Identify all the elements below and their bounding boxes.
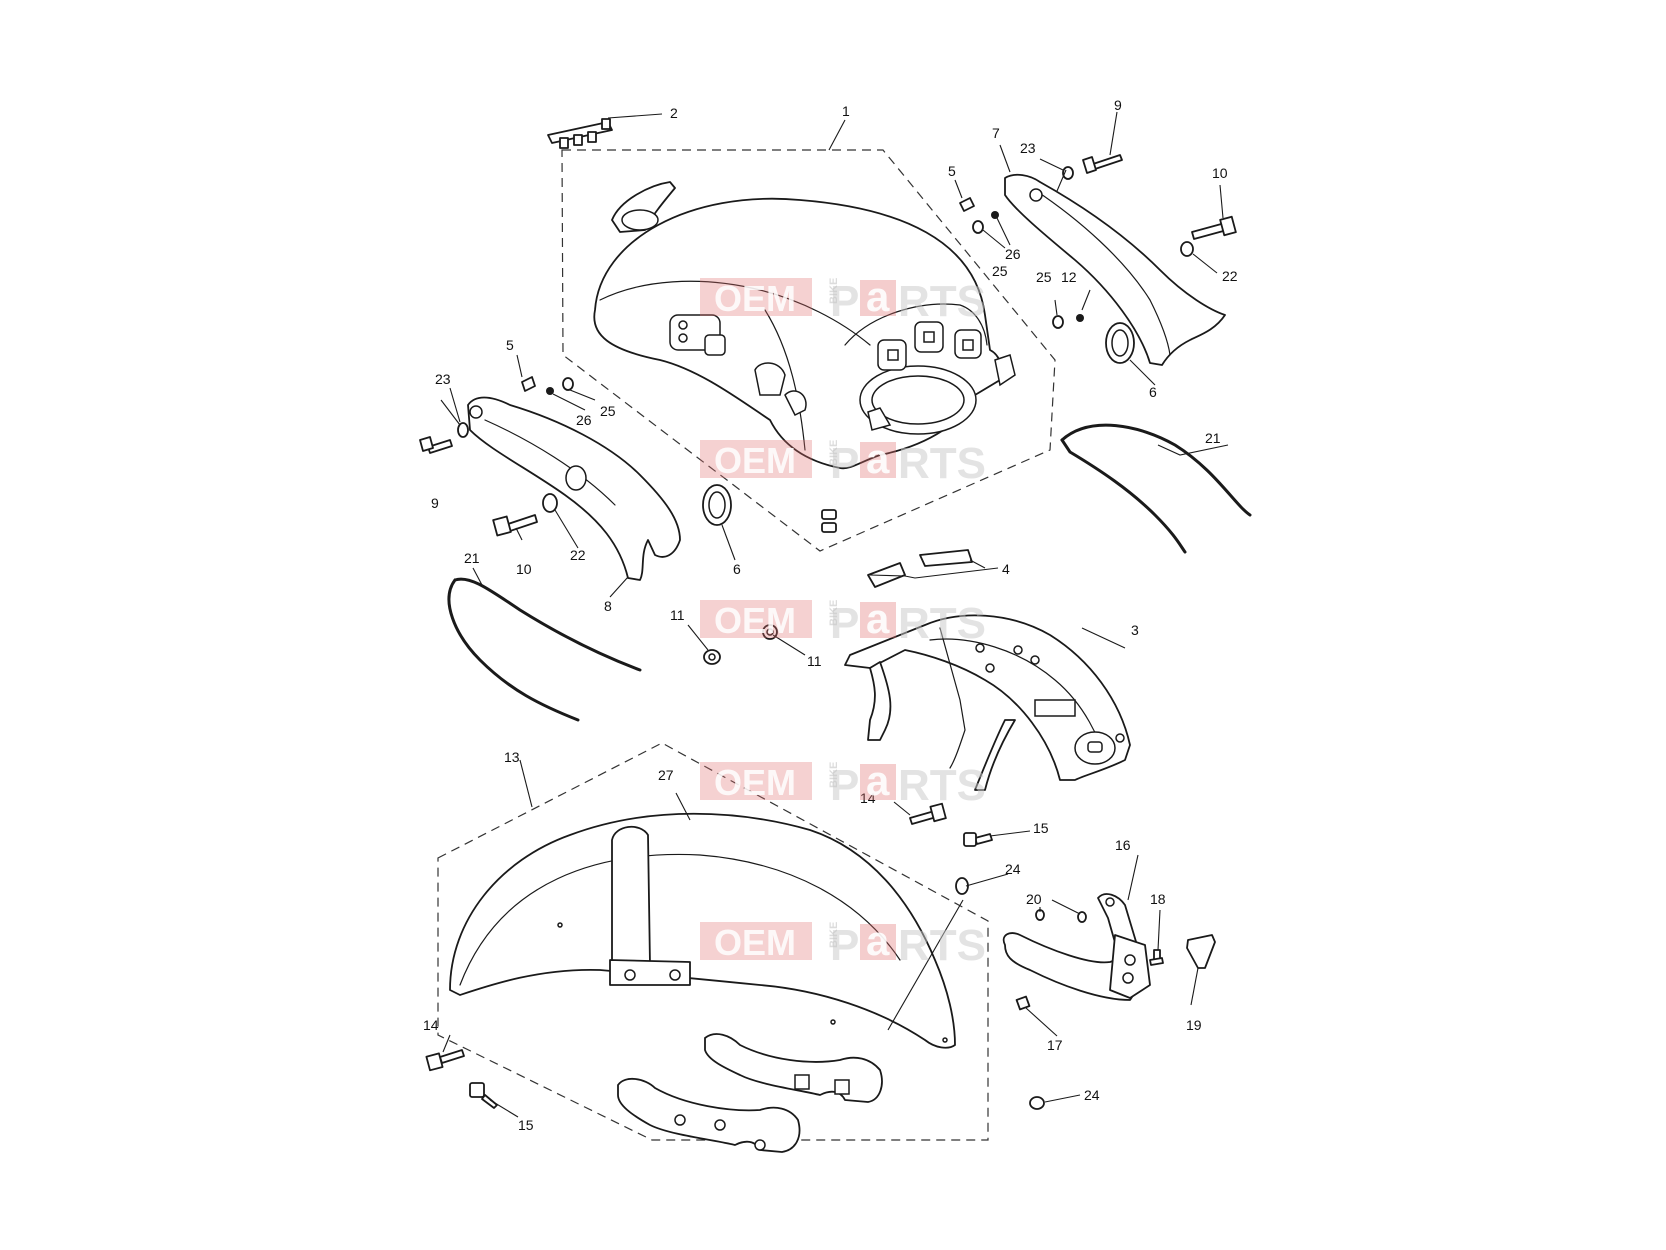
callout-6b: 6 <box>733 561 741 577</box>
svg-text:a: a <box>866 595 890 642</box>
trim-strip-part <box>447 423 1252 722</box>
svg-text:P: P <box>830 761 859 810</box>
callout-1: 1 <box>842 103 850 119</box>
callout-11: 11 <box>670 607 685 623</box>
reflector-pads-part <box>867 549 973 588</box>
callout-25b: 25 <box>1036 269 1052 285</box>
svg-text:a: a <box>866 757 890 804</box>
group-box-front-mudguard <box>437 742 989 1141</box>
callout-23: 23 <box>1020 140 1036 156</box>
callout-14: 14 <box>860 790 876 806</box>
svg-text:BIKE: BIKE <box>828 762 840 788</box>
callout-11b: 11 <box>807 653 822 669</box>
svg-text:OEM: OEM <box>714 278 796 319</box>
callout-15: 15 <box>1033 820 1049 836</box>
svg-text:P: P <box>830 599 859 648</box>
reflector-triangle-part <box>1186 934 1216 969</box>
svg-text:a: a <box>866 273 890 320</box>
svg-text:RTS: RTS <box>898 761 986 810</box>
callout-21b: 21 <box>464 550 480 566</box>
svg-text:P: P <box>830 439 859 488</box>
svg-text:a: a <box>866 917 890 964</box>
callout-18: 18 <box>1150 891 1166 907</box>
svg-text:BIKE: BIKE <box>828 600 840 626</box>
callout-5b: 5 <box>506 337 514 353</box>
watermark: OEM BIKE P a RTS <box>700 595 986 648</box>
callout-9b: 9 <box>431 495 439 511</box>
callout-23b: 23 <box>435 371 451 387</box>
grommet-part <box>702 322 1135 526</box>
callout-19: 19 <box>1186 1017 1202 1033</box>
svg-text:P: P <box>830 277 859 326</box>
svg-text:a: a <box>866 435 890 482</box>
callout-20: 20 <box>1026 891 1042 907</box>
clip-strip-part <box>547 118 613 149</box>
callout-7: 7 <box>992 125 1000 141</box>
mudguard-bracket-part <box>844 614 1131 791</box>
svg-text:RTS: RTS <box>898 277 986 326</box>
watermark: OEM BIKE P a RTS <box>700 273 986 326</box>
svg-text:RTS: RTS <box>898 439 986 488</box>
callout-14b: 14 <box>423 1017 439 1033</box>
leader-lines <box>440 111 1229 1118</box>
front-bracket-part <box>617 1033 883 1153</box>
callout-3: 3 <box>1131 622 1139 638</box>
watermark: OEM BIKE P a RTS <box>700 917 986 970</box>
callout-9: 9 <box>1114 97 1122 113</box>
fasteners <box>419 154 1237 1110</box>
svg-text:RTS: RTS <box>898 599 986 648</box>
callout-5: 5 <box>948 163 956 179</box>
callout-24: 24 <box>1005 861 1021 877</box>
svg-text:OEM: OEM <box>714 600 796 641</box>
license-bracket-part <box>1002 893 1151 1001</box>
front-mudguard-part <box>449 812 956 1049</box>
callout-26: 26 <box>1005 246 1021 262</box>
callout-21: 21 <box>1205 430 1221 446</box>
callout-17: 17 <box>1047 1037 1063 1053</box>
watermark: OEM BIKE P a RTS <box>700 757 986 810</box>
callout-10b: 10 <box>516 561 532 577</box>
svg-text:OEM: OEM <box>714 440 796 481</box>
callout-26b: 26 <box>576 412 592 428</box>
rear-mudguard-part <box>593 181 1016 533</box>
callout-25: 25 <box>992 263 1008 279</box>
svg-text:BIKE: BIKE <box>828 278 840 304</box>
callout-25c: 25 <box>600 403 616 419</box>
callout-numbers: 1 2 3 4 5 5 6 6 7 8 9 9 10 10 11 11 12 1… <box>423 97 1238 1133</box>
callout-16: 16 <box>1115 837 1131 853</box>
watermark: OEM BIKE P a RTS <box>700 435 986 488</box>
group-box-rear-mudguard <box>561 149 1056 552</box>
svg-text:RTS: RTS <box>898 921 986 970</box>
callout-22: 22 <box>1222 268 1238 284</box>
svg-text:BIKE: BIKE <box>828 922 840 948</box>
callout-8: 8 <box>604 598 612 614</box>
svg-text:OEM: OEM <box>714 762 796 803</box>
callout-22b: 22 <box>570 547 586 563</box>
svg-text:BIKE: BIKE <box>828 440 840 466</box>
callout-24b: 24 <box>1084 1087 1100 1103</box>
callout-2: 2 <box>670 105 678 121</box>
callout-10: 10 <box>1212 165 1228 181</box>
svg-text:OEM: OEM <box>714 922 796 963</box>
left-side-rail-part <box>467 396 681 581</box>
right-side-rail-part <box>1004 173 1226 366</box>
callout-12: 12 <box>1061 269 1077 285</box>
callout-27: 27 <box>658 767 674 783</box>
callout-13: 13 <box>504 749 520 765</box>
callout-4: 4 <box>1002 561 1010 577</box>
svg-text:P: P <box>830 921 859 970</box>
callout-6: 6 <box>1149 384 1157 400</box>
callout-15b: 15 <box>518 1117 534 1133</box>
